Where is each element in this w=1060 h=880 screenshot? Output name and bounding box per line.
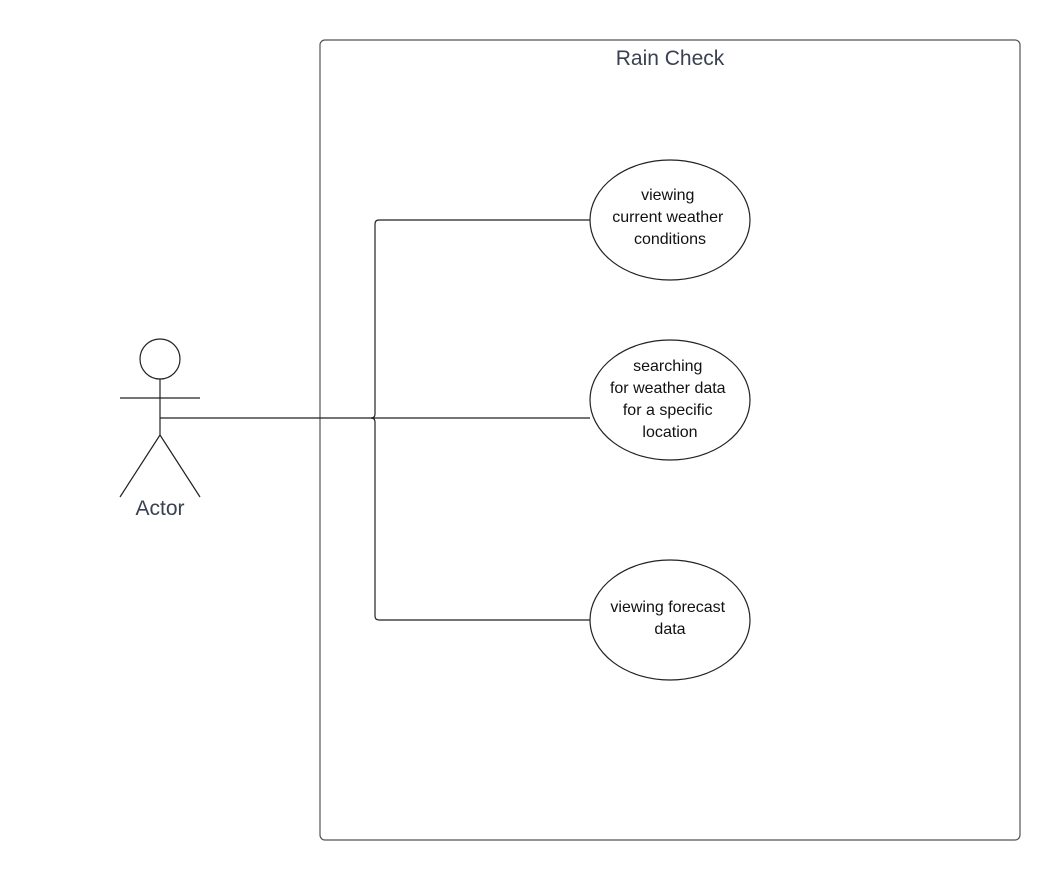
- use-case-line: location: [642, 424, 697, 441]
- actor-label: Actor: [135, 497, 184, 520]
- use-case-forecast: viewing forecast data: [589, 559, 751, 681]
- use-case-line: viewing: [641, 187, 694, 204]
- use-case-label: searching for weather data for a specifi…: [610, 358, 730, 441]
- use-case-line: current weather: [612, 209, 724, 226]
- actor-left-leg: [119, 434, 161, 498]
- use-case-label: viewing current weather conditions: [612, 187, 728, 248]
- system-title: Rain Check: [616, 47, 725, 70]
- use-case-ellipse: [589, 339, 751, 461]
- use-case-current-weather: viewing current weather conditions: [589, 159, 751, 281]
- use-case-line: for a specific: [623, 402, 713, 419]
- actor-head: [139, 338, 181, 380]
- use-case-search-location: searching for weather data for a specifi…: [589, 339, 751, 461]
- use-case-ellipse: [589, 559, 751, 681]
- use-case-label: viewing forecast data: [610, 599, 729, 638]
- use-case-line: viewing forecast: [610, 599, 725, 616]
- associations: [160, 219, 590, 621]
- use-case-ellipse: [589, 159, 751, 281]
- actor-right-leg: [159, 434, 201, 498]
- use-case-line: searching: [633, 358, 702, 375]
- use-case-line: conditions: [634, 231, 706, 248]
- use-case-line: for weather data: [610, 380, 726, 397]
- actor-figure: [119, 338, 201, 498]
- use-case-line: data: [654, 621, 685, 638]
- association-forecast: [370, 417, 590, 621]
